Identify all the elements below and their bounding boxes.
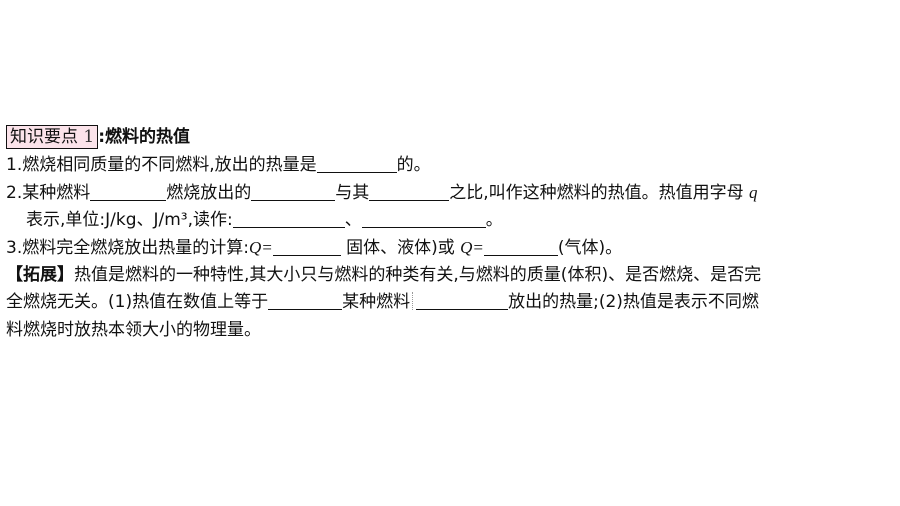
answer-blank[interactable]: [369, 182, 450, 201]
knowledge-point-tag: 知识要点 1: [6, 125, 99, 149]
symbol-q: q: [749, 183, 758, 202]
extension-line-1: 【拓展】热值是燃料的一种特性,其大小只与燃料的种类有关,与燃料的质量(体积)、是…: [6, 264, 762, 285]
extension-line-3: 料燃烧时放热本领大小的物理量。: [6, 319, 261, 340]
extension-label: 【拓展】: [6, 264, 74, 285]
item-3: 3.燃料完全燃烧放出热量的计算:Q= 固体、液体)或 Q=(气体)。: [6, 237, 623, 258]
answer-blank[interactable]: [90, 182, 167, 201]
extension-line-2: 全燃烧无关。(1)热值在数值上等于某种燃料放出的热量;(2)热值是表示不同燃: [6, 291, 759, 312]
item-2: 2.某种燃料燃烧放出的与其之比,叫作这种燃料的热值。热值用字母 q: [6, 182, 758, 203]
formula-q-gas: Q=: [460, 238, 484, 257]
divider-mark: [412, 292, 414, 310]
answer-blank[interactable]: [416, 291, 509, 310]
answer-blank[interactable]: [316, 154, 397, 173]
answer-blank[interactable]: [272, 237, 341, 256]
answer-blank[interactable]: [268, 291, 343, 310]
item-2-continued: 表示,单位:J/kg、J/m³,读作:、。: [26, 209, 503, 230]
section-title: :燃料的热值: [98, 127, 191, 147]
formula-q-solid: Q=: [248, 238, 273, 257]
answer-blank[interactable]: [251, 182, 336, 201]
knowledge-point-number: 1: [83, 127, 95, 147]
section-heading: 知识要点 1:燃料的热值: [6, 124, 896, 152]
answer-blank[interactable]: [232, 209, 345, 228]
knowledge-section: 知识要点 1:燃料的热值 1.燃烧相同质量的不同燃料,放出的热量是的。 2.某种…: [6, 124, 896, 344]
answer-blank[interactable]: [361, 209, 486, 228]
item-1: 1.燃烧相同质量的不同燃料,放出的热量是的。: [6, 154, 431, 175]
answer-blank[interactable]: [483, 237, 558, 256]
